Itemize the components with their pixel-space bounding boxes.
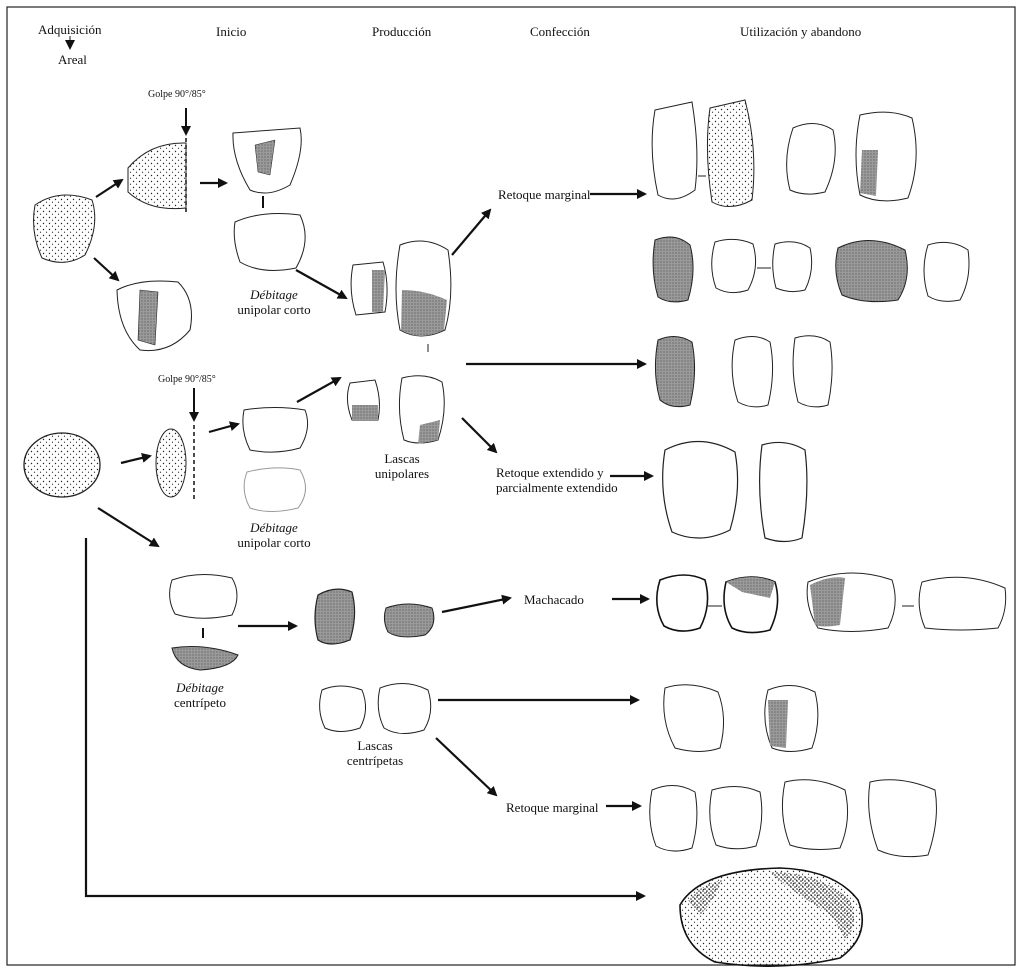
tool-row1-d-cortex (860, 150, 878, 196)
tool-row5-d (919, 577, 1006, 630)
label-unipolar-short-2: unipolar corto (237, 535, 310, 550)
label-blow-top: Golpe 90°/85° (148, 87, 206, 102)
tool-row5-a (657, 575, 708, 631)
flake-hammered-1 (315, 589, 355, 644)
header-start: Inicio (216, 24, 246, 39)
label-debitage-1: Débitage (250, 287, 298, 302)
label-extended-retouch-1: Retoque extendido y (496, 465, 604, 480)
tool-row7-a (650, 785, 697, 851)
label-marginal-retouch-top: Retoque marginal (498, 187, 591, 202)
tool-row2-e (924, 242, 969, 301)
tool-row6-a (664, 685, 724, 752)
flake-unipolar-3-cortex (352, 405, 378, 420)
header-production: Producción (372, 24, 431, 39)
tool-row3-c (793, 336, 832, 407)
tool-row5-c-cortex (810, 577, 845, 626)
label-unipolar-flakes-2: unipolares (375, 466, 429, 481)
tool-row2-d (836, 240, 908, 301)
label-marginal-retouch-bottom: Retoque marginal (506, 800, 599, 815)
core-unipolar-mid-view (244, 468, 305, 512)
tool-row4-b (760, 442, 807, 541)
core-unipolar-top-view (234, 214, 305, 271)
flake-unipolar-1-cortex (372, 270, 385, 312)
tool-row2-a (653, 237, 693, 302)
tool-row7-b (710, 786, 762, 848)
core-centripetal-side (172, 647, 238, 670)
label-extended-retouch-2: parcialmente extendido (496, 480, 618, 495)
tool-row2-c (773, 242, 812, 292)
pebble-oval (24, 433, 100, 497)
tool-row3-a (655, 336, 694, 406)
split-pebble-top (128, 143, 186, 209)
core-lower-left-cortex (138, 290, 158, 345)
flake-centripetal-2 (378, 683, 431, 733)
split-pebble-mid (156, 429, 186, 497)
label-blow-mid: Golpe 90°/85° (158, 372, 216, 387)
label-centripetal-flakes-2: centrípetas (347, 753, 403, 768)
core-centripetal (170, 574, 237, 618)
flake-centripetal-1 (320, 686, 366, 732)
header-making: Confección (530, 24, 590, 39)
header-acquisition: Adquisición (38, 22, 102, 37)
label-unipolar-flakes-1: Lascas (384, 451, 419, 466)
header-use: Utilización y abandono (740, 24, 861, 39)
tool-row1-a (652, 102, 697, 199)
label-centripetal: centrípeto (174, 695, 226, 710)
flake-hammered-2 (384, 604, 433, 637)
tool-row4-a (663, 441, 738, 538)
tool-row1-c (787, 123, 836, 194)
tool-row7-c (782, 780, 847, 850)
label-debitage-3: Débitage (176, 680, 224, 695)
pebble-triangular (34, 195, 95, 262)
label-debitage-2: Débitage (250, 520, 298, 535)
core-unipolar-mid (243, 408, 308, 453)
label-centripetal-flakes-1: Lascas (357, 738, 392, 753)
label-hammering: Machacado (524, 592, 584, 607)
tool-row2-b (712, 239, 756, 292)
tool-row1-b (707, 100, 753, 207)
label-unipolar-short-1: unipolar corto (237, 302, 310, 317)
tool-row3-b (732, 336, 772, 406)
tool-row7-d (869, 780, 937, 857)
tool-row6-b-cortex (768, 700, 788, 748)
header-acquisition-sub: Areal (58, 52, 87, 67)
